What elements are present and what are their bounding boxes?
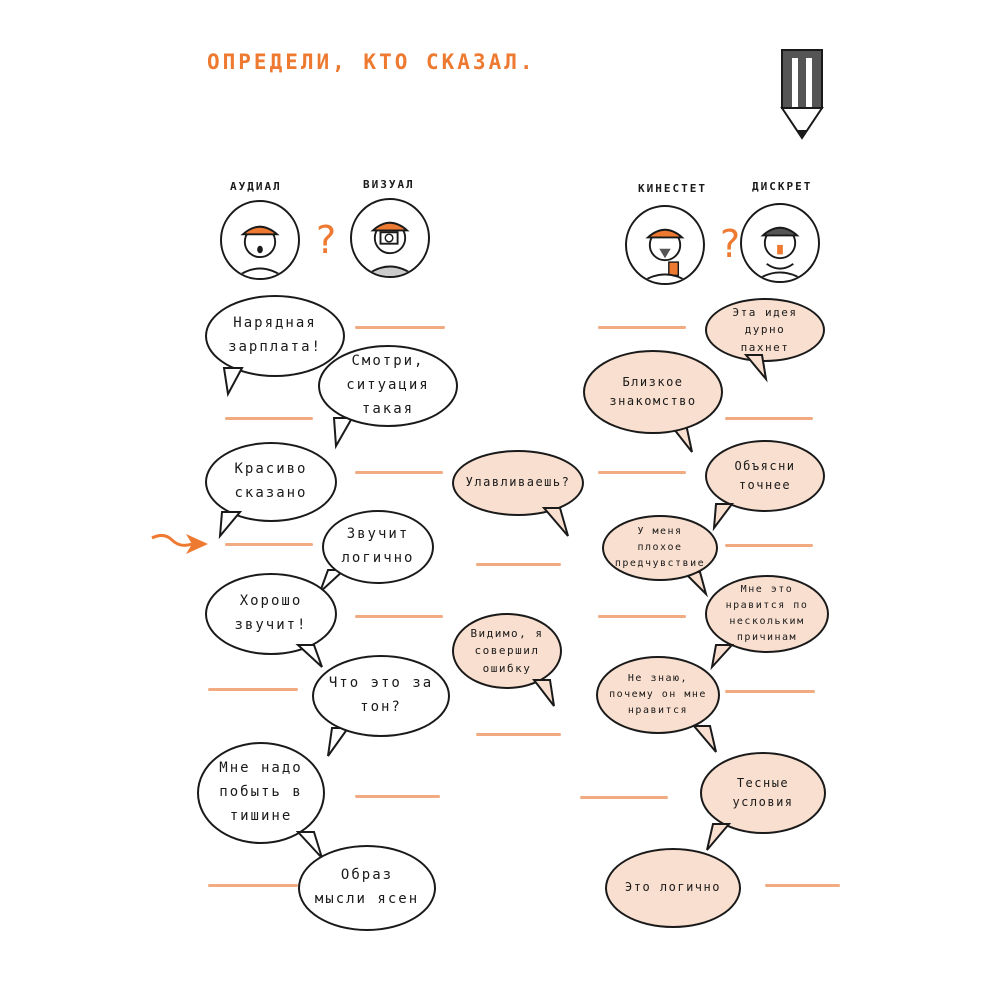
answer-line[interactable] bbox=[355, 471, 443, 474]
answer-line[interactable] bbox=[725, 417, 813, 420]
pencil-icon bbox=[780, 49, 824, 140]
answer-line[interactable] bbox=[725, 544, 813, 547]
speech-bubble-r6: Не знаю, почему он мне нравится bbox=[596, 656, 720, 734]
question-mark-left: ? bbox=[316, 218, 337, 262]
avatar-audial bbox=[220, 200, 300, 280]
speech-bubble-b1: Нарядная зарплата! bbox=[205, 295, 345, 377]
bubble-tail bbox=[706, 823, 732, 851]
answer-line[interactable] bbox=[476, 733, 561, 736]
caption-diskret: ДИСКРЕТ bbox=[752, 180, 813, 193]
bubble-tail bbox=[743, 354, 768, 383]
answer-line[interactable] bbox=[765, 884, 840, 887]
speech-bubble-b6: Что это за тон? bbox=[312, 655, 450, 737]
answer-line[interactable] bbox=[208, 884, 298, 887]
bubble-tail bbox=[295, 644, 323, 668]
avatar-diskret bbox=[740, 203, 820, 283]
bubble-tail bbox=[295, 831, 323, 859]
page-title: ОПРЕДЕЛИ, КТО СКАЗАЛ. bbox=[207, 50, 536, 74]
caption-kinestet: КИНЕСТЕТ bbox=[638, 182, 707, 195]
speech-bubble-b8: Образ мысли ясен bbox=[298, 845, 436, 931]
speech-bubble-r2: Близкое знакомство bbox=[583, 350, 723, 434]
answer-line[interactable] bbox=[725, 690, 815, 693]
speech-bubble-c1: Улавливаешь? bbox=[452, 450, 584, 516]
speech-bubble-r1: Эта идея дурно пахнет bbox=[705, 298, 825, 362]
speech-bubble-r3: Объясни точнее bbox=[705, 440, 825, 512]
speech-bubble-b7: Мне надо побыть в тишине bbox=[197, 742, 325, 844]
speech-bubble-b2: Смотри, ситуация такая bbox=[318, 345, 458, 427]
answer-line[interactable] bbox=[225, 417, 313, 420]
avatar-visual bbox=[350, 198, 430, 278]
caption-visual: ВИЗУАЛ bbox=[363, 178, 415, 191]
speech-bubble-b5: Хорошо звучит! bbox=[205, 573, 337, 655]
speech-bubble-r4: У меня плохое предчувствие bbox=[602, 515, 718, 581]
speech-bubble-r5: Мне это нравится по нескольким причинам bbox=[705, 575, 829, 653]
speech-bubble-r7: Тесные условия bbox=[700, 752, 826, 834]
speech-bubble-c2: Видимо, я совершил ошибку bbox=[452, 613, 562, 689]
speech-bubble-b3: Красиво сказано bbox=[205, 442, 337, 522]
answer-line[interactable] bbox=[355, 795, 440, 798]
bubble-tail bbox=[332, 417, 354, 450]
bubble-tail bbox=[531, 679, 555, 707]
caption-audial: АУДИАЛ bbox=[230, 180, 282, 193]
avatar-kinestet bbox=[625, 205, 705, 285]
bubble-tail bbox=[710, 644, 735, 671]
answer-line[interactable] bbox=[476, 563, 561, 566]
speech-bubble-r8: Это логично bbox=[605, 848, 741, 928]
answer-line[interactable] bbox=[598, 615, 686, 618]
bubble-tail bbox=[712, 503, 734, 532]
answer-line[interactable] bbox=[355, 326, 445, 329]
answer-line[interactable] bbox=[598, 326, 686, 329]
bubble-tail bbox=[541, 507, 569, 537]
answer-line[interactable] bbox=[580, 796, 668, 799]
bubble-tail bbox=[218, 511, 243, 540]
arrow-icon bbox=[151, 533, 208, 554]
answer-line[interactable] bbox=[598, 471, 686, 474]
speech-bubble-b4: Звучит логично bbox=[322, 510, 434, 584]
answer-line[interactable] bbox=[208, 688, 298, 691]
answer-line[interactable] bbox=[355, 615, 443, 618]
bubble-tail bbox=[691, 725, 717, 753]
bubble-tail bbox=[222, 367, 244, 398]
answer-line[interactable] bbox=[225, 543, 313, 546]
question-mark-right: ? bbox=[720, 222, 741, 266]
